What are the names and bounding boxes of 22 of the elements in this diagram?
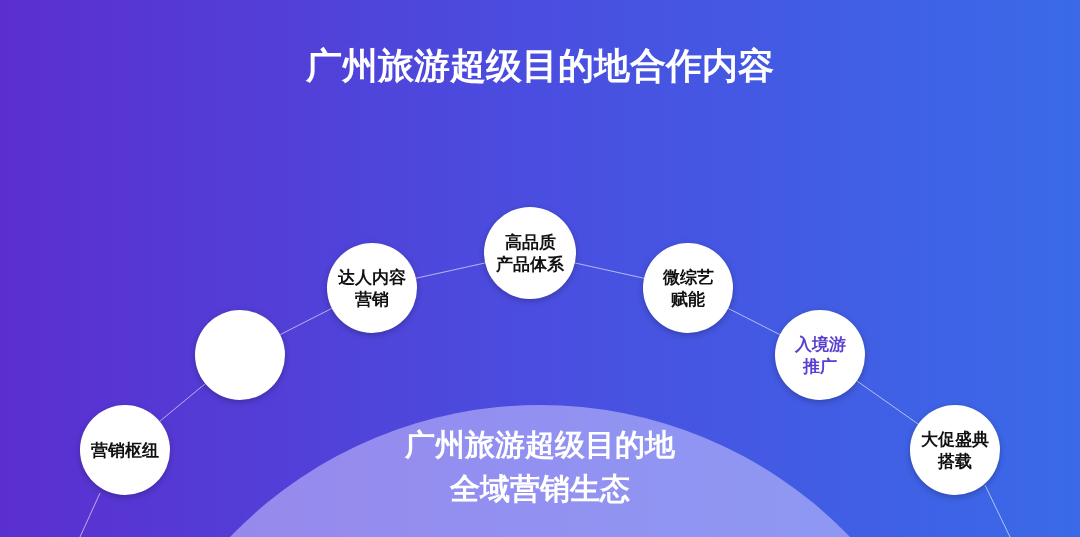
node-label: 达人内容营销 — [338, 265, 406, 311]
node-label: 大促盛典搭载 — [921, 427, 989, 473]
topic-circle — [327, 243, 417, 333]
node-label: 营销枢纽 — [91, 438, 159, 462]
connector-line — [856, 380, 919, 425]
topic-circle — [775, 310, 865, 400]
node-label: 广州旅游超级目的地全域营销生态 — [405, 426, 675, 508]
node-label: 高品质产品体系 — [496, 230, 564, 276]
topic-circle — [643, 243, 733, 333]
semicircle-panel — [230, 405, 850, 537]
empty-circle — [195, 310, 285, 400]
connector-line — [279, 307, 333, 336]
topic-circle — [910, 405, 1000, 495]
node-label: 入境游推广 — [794, 332, 846, 378]
topic-circle — [484, 207, 576, 299]
connector-line — [574, 262, 645, 279]
connector-line — [159, 383, 206, 422]
topic-circle — [80, 405, 170, 495]
node-label: 微综艺赋能 — [662, 265, 714, 311]
connector-line — [727, 307, 781, 336]
connector-line — [415, 262, 486, 279]
title: 广州旅游超级目的地合作内容 — [305, 44, 775, 88]
